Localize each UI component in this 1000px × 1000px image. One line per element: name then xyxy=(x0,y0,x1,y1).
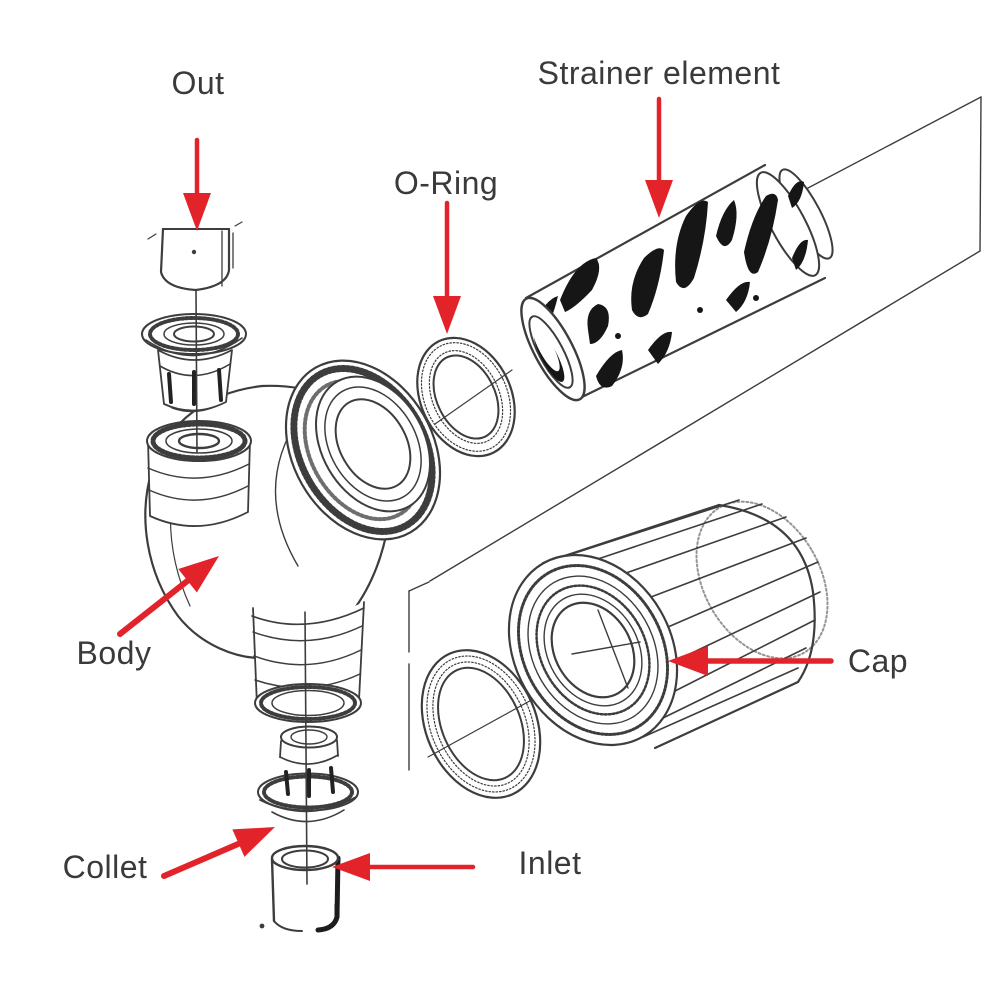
collet-arrowhead xyxy=(232,827,275,857)
oring-arrowhead xyxy=(433,296,461,334)
cap-arrowhead xyxy=(668,646,708,676)
cap xyxy=(507,499,829,750)
strainer-arrowhead xyxy=(645,180,673,218)
label-cap: Cap xyxy=(847,643,909,679)
label-out: Out xyxy=(171,65,225,101)
collet-arrow-shaft xyxy=(161,835,255,879)
body-threaded-collar xyxy=(284,359,442,541)
axis-lines xyxy=(427,369,547,758)
label-strainer-element: Strainer element xyxy=(537,55,781,91)
upper-collet xyxy=(141,313,247,413)
out-arrowhead xyxy=(183,193,211,231)
label-inlet: Inlet xyxy=(518,845,582,881)
cap-ribs xyxy=(568,499,821,738)
callout-arrows xyxy=(117,96,834,881)
body-bottom-port xyxy=(251,601,365,723)
center-axis-top xyxy=(195,289,198,453)
label-collet: Collet xyxy=(62,849,148,885)
strainer-element xyxy=(520,163,834,402)
o-ring-lower xyxy=(420,649,542,799)
out-port-tube xyxy=(147,221,243,292)
valve-body xyxy=(144,359,442,723)
inlet-tube xyxy=(259,844,341,933)
body-top-port xyxy=(146,420,252,527)
inlet-arrowhead xyxy=(332,853,370,881)
label-o-ring: O-Ring xyxy=(393,165,499,201)
cap-face xyxy=(507,553,679,747)
body-arrowhead xyxy=(178,556,219,593)
strainer-mesh xyxy=(536,181,808,388)
o-ring-upper xyxy=(416,336,516,458)
lower-collet xyxy=(257,725,359,823)
body-arrow-shaft xyxy=(117,568,203,637)
center-axis-bottom xyxy=(304,611,308,885)
label-body: Body xyxy=(76,635,152,671)
